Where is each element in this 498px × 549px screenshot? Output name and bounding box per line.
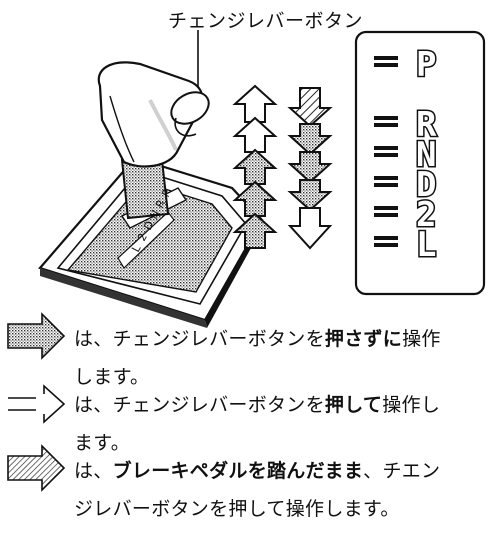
position-dash: [374, 183, 398, 187]
legend-row-press-button: は、チェンジレバーボタンを押して操作し ます。: [0, 386, 498, 476]
legend-row-no-button: は、チェンジレバーボタンを押さずに操作 します。: [0, 320, 498, 410]
legend-text-press-button: は、チェンジレバーボタンを押して操作し ます。: [74, 386, 494, 462]
position-letter-p: P: [416, 45, 436, 85]
legend-text-bold: ブレーキペダルを踏んだまま: [112, 460, 364, 482]
change-lever-button-label: チェンジレバーボタン: [168, 10, 364, 32]
position-dash: [374, 146, 398, 150]
down-arrow-hatched-3: [287, 179, 333, 212]
legend-icon-outline-arrow: [8, 384, 66, 424]
position-dash: [374, 56, 398, 60]
legend-icon-solid-hatched-arrow: [7, 312, 66, 360]
position-dash: [374, 123, 398, 127]
up-arrow-hatched-1: [232, 148, 278, 185]
up-arrow-outline-1: [232, 84, 278, 123]
down-arrow-hatched-1: [287, 123, 333, 156]
legend-text-continuation: ます。: [74, 432, 131, 454]
change-lever-button: [170, 91, 210, 137]
down-arrow-column: [287, 87, 333, 250]
position-letter-n: N: [416, 135, 436, 175]
legend-text-bold: 押して: [324, 394, 383, 416]
position-dash: [374, 236, 398, 240]
position-indicator-dashes: [374, 56, 398, 247]
position-letter-l: L: [416, 225, 436, 265]
legend-text-brake-and-button: は、ブレーキペダルを踏んだまま、チエン ジレバーボタンを押して操作します。: [74, 452, 494, 528]
position-dash: [374, 213, 398, 217]
legend-text-part: は、チェンジレバーボタンを: [74, 328, 325, 350]
down-arrow-outline: [287, 207, 333, 250]
up-arrow-outline-2: [232, 116, 278, 153]
position-dash: [374, 116, 398, 120]
legend-text-bold: 押さずに: [324, 328, 403, 350]
legend-text-continuation: ジレバーボタンを押して操作します。: [74, 498, 400, 520]
down-arrow-diagonal: [287, 87, 333, 128]
position-indicator-panel: [354, 30, 486, 296]
legend-row-brake-and-button: は、ブレーキペダルを踏んだまま、チエン ジレバーボタンを押して操作します。: [0, 452, 498, 542]
gate-slot-lower: [117, 211, 175, 269]
up-arrow-column: [232, 84, 278, 249]
legend-text-no-button: は、チェンジレバーボタンを押さずに操作 します。: [74, 320, 494, 396]
legend-text-part: は、: [74, 460, 113, 482]
legend-text-part: 、チエン: [363, 460, 441, 482]
legend-text-part: は、チェンジレバーボタンを: [74, 394, 325, 416]
legend-text-part: 操作し: [382, 394, 441, 416]
position-dash: [374, 153, 398, 157]
legend-text-part: 操作: [402, 328, 441, 350]
position-dash: [374, 63, 398, 67]
lever-knob: [97, 61, 204, 168]
legend-icon-diagonal-hatched-arrow: [7, 444, 66, 492]
position-dash: [374, 176, 398, 180]
position-dash: [374, 206, 398, 210]
position-letter-r: R: [416, 105, 437, 145]
up-arrow-hatched-3: [232, 212, 278, 249]
position-dash: [374, 243, 398, 247]
position-letter-2: 2: [416, 195, 436, 235]
down-arrow-hatched-2: [287, 151, 333, 184]
legend-text-continuation: します。: [74, 366, 150, 388]
position-letter-d: D: [416, 165, 436, 205]
